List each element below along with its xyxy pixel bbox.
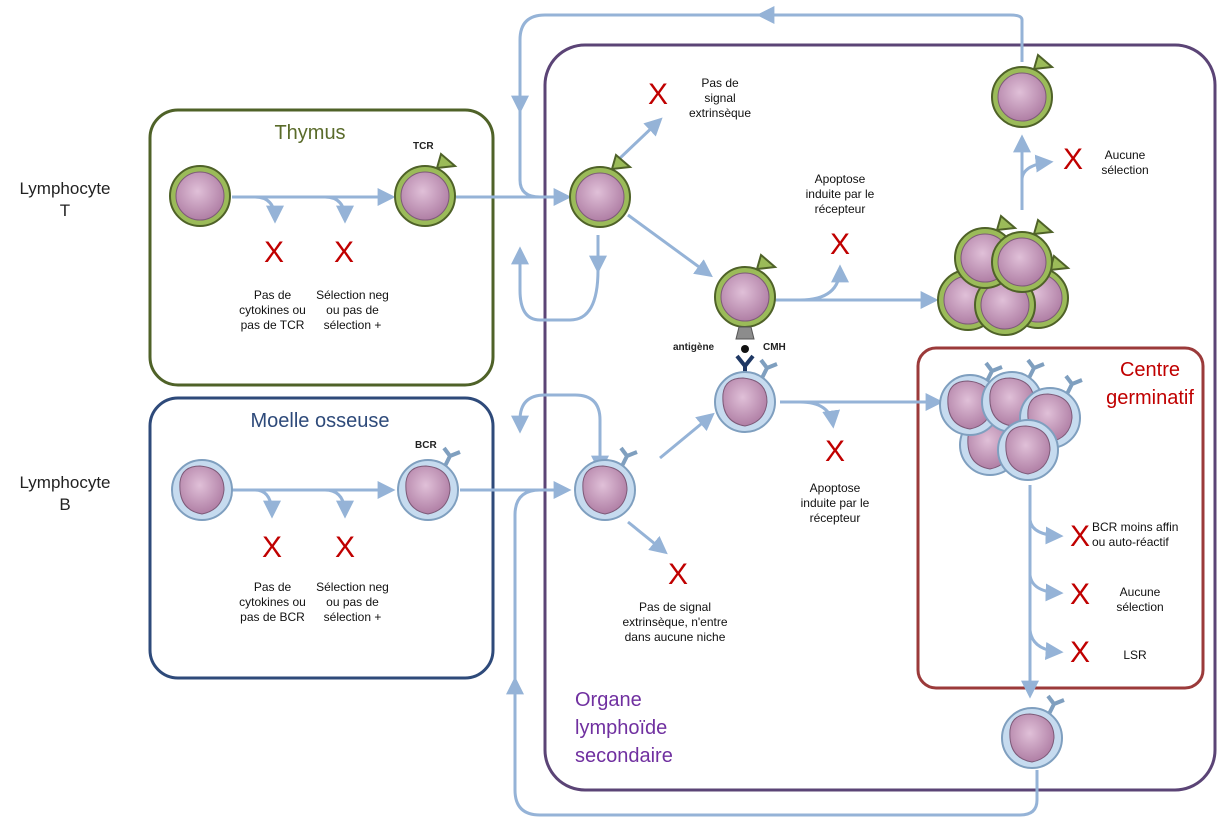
t-cell-memory [991, 53, 1055, 128]
b-cell-organ [574, 446, 638, 521]
b-cell-bcr-marrow [397, 446, 461, 521]
row-label-b: Lymphocyte B [19, 473, 111, 514]
fail-mark: X [264, 236, 285, 269]
fail-mark: X [1070, 520, 1091, 553]
b-cell-naive-marrow [171, 459, 233, 521]
antigen-mhc [735, 345, 755, 374]
outcome-thymus-1: Pas de cytokines ou pas de TCR [239, 288, 306, 332]
outcome-thymus-2: Sélection neg ou pas de sélection + [316, 288, 389, 332]
t-cell-activated [714, 253, 778, 340]
thymus-title: Thymus [274, 122, 346, 144]
b-cells [171, 358, 1083, 769]
outcome-t-no-selection: Aucune sélection [1101, 148, 1149, 177]
fail-mark: X [335, 531, 356, 564]
fail-mark: X [1070, 578, 1091, 611]
fail-mark: X [334, 236, 355, 269]
outcome-gc-1: BCR moins affin ou auto-réactif [1092, 520, 1179, 549]
t-cells [169, 53, 1071, 340]
fail-mark: X [1070, 636, 1091, 669]
outcome-gc-2: Aucune sélection [1116, 585, 1164, 614]
outcome-marrow-1: Pas de cytokines ou pas de BCR [239, 580, 306, 624]
outcome-b-no-signal: Pas de signal extrinsèque, n'entre dans … [622, 600, 728, 644]
fail-mark: X [648, 78, 669, 111]
marrow-title: Moelle osseuse [250, 410, 390, 432]
bcr-label: BCR [415, 440, 437, 451]
outcome-t-no-signal: Pas de signal extrinsèque [688, 76, 752, 120]
t-cell-naive-thymus [169, 165, 231, 227]
arrows [232, 6, 1064, 817]
antigen-label: antigène [673, 342, 715, 353]
t-cell-organ [569, 153, 633, 228]
outcome-marrow-2: Sélection neg ou pas de sélection + [316, 580, 389, 624]
organ-box [543, 43, 1217, 792]
fail-mark: X [825, 435, 846, 468]
germinal-title: Centre germinatif [1106, 359, 1194, 409]
outcome-gc-3: LSR [1123, 648, 1147, 662]
fail-mark: X [830, 228, 851, 261]
fail-mark: X [1063, 143, 1084, 176]
outcome-t-apoptosis: Apoptose induite par le récepteur [805, 172, 875, 216]
outcome-b-apoptosis: Apoptose induite par le récepteur [800, 481, 870, 525]
fail-mark: X [262, 531, 283, 564]
marrow-box [148, 396, 495, 680]
t-cell-tcr-thymus [394, 152, 458, 227]
b-cell-germinal-group [939, 358, 1083, 481]
b-cell-activated [714, 358, 778, 433]
germinal-box [916, 346, 1205, 690]
tcr-label: TCR [413, 141, 434, 152]
b-cell-output [1001, 694, 1065, 769]
mhc-label: CMH [763, 342, 786, 353]
fail-mark: X [668, 558, 689, 591]
thymus-box [148, 108, 495, 387]
organ-title: Organe lymphoïde secondaire [575, 689, 673, 767]
row-label-t: Lymphocyte T [19, 179, 111, 220]
t-cell-clone-group [937, 214, 1071, 336]
